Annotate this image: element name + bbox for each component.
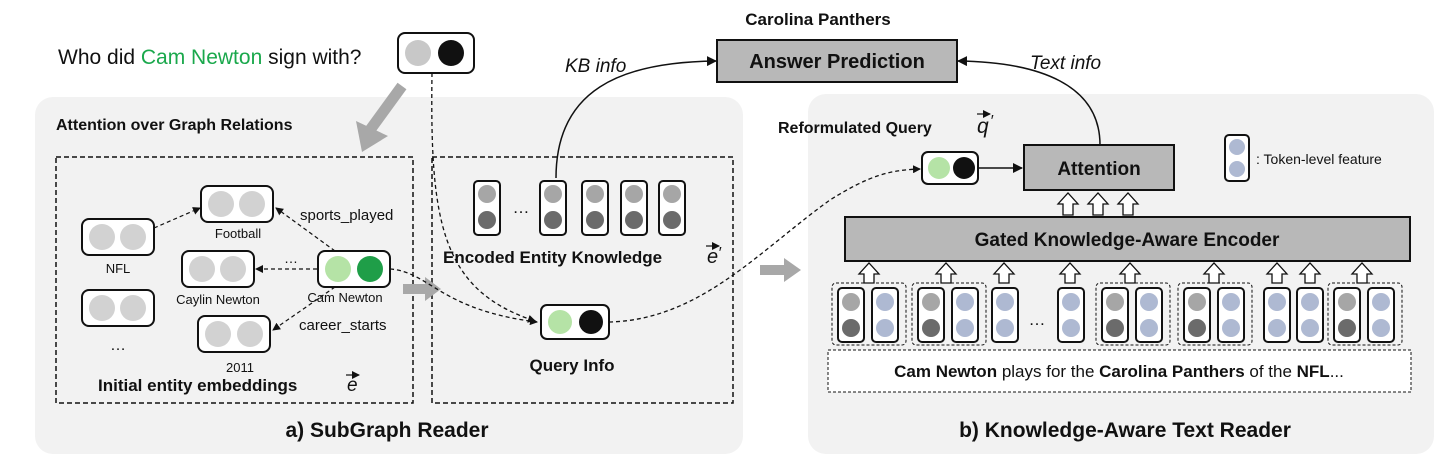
encoded-token-4 [620, 180, 648, 236]
token-13 [1333, 287, 1361, 343]
reformulated-vec: q [977, 115, 989, 138]
football-node [200, 185, 274, 223]
token-8 [1135, 287, 1163, 343]
graph-ellipsis: … [110, 337, 126, 354]
query-info-label: Query Info [529, 356, 614, 375]
kb-info-label: KB info [565, 56, 626, 77]
token-groups [831, 282, 1403, 346]
cam-to-query-dashed [389, 268, 538, 326]
text-info-arrow [957, 56, 1101, 146]
token-11 [1263, 287, 1291, 343]
reformulated-vec-prime: ′ [990, 113, 994, 130]
encoded-token-1 [473, 180, 501, 236]
query-info-token [540, 304, 610, 340]
init-embed-label: Initial entity embeddings [98, 376, 297, 395]
legend-token-icon [1224, 134, 1250, 182]
text-reader-panel-title: b) Knowledge-Aware Text Reader [959, 419, 1291, 442]
token-7 [1101, 287, 1129, 343]
rel-career-starts: career_starts [299, 317, 387, 334]
reformulated-token [921, 151, 979, 185]
encoder-to-attention-arrows [1056, 192, 1140, 216]
edge-cam-football [275, 207, 336, 252]
encoded-token-3 [581, 180, 609, 236]
graph-box [55, 156, 414, 404]
token-up-arrows [857, 262, 1374, 284]
attention-box [1023, 144, 1175, 191]
question-to-query-dashed [431, 72, 536, 323]
lone-node [81, 289, 155, 327]
cam-label: Cam Newton [307, 290, 382, 305]
question-text: Who did Cam Newton sign with? [58, 46, 361, 69]
encoded-label: Encoded Entity Knowledge [443, 248, 662, 267]
text-info-label: Text info [1030, 53, 1101, 74]
encoded-vec-prime: ′ [718, 245, 722, 262]
token-12 [1296, 287, 1324, 343]
edge-cam-year [272, 286, 336, 331]
nfl-node [81, 218, 155, 256]
token-5 [991, 287, 1019, 343]
encoder-box [844, 216, 1411, 262]
legend-label: : Token-level feature [1256, 151, 1382, 167]
token-3 [917, 287, 945, 343]
cam-node [317, 250, 391, 288]
question-to-subgraph-arrow [356, 82, 407, 152]
answer-text: Carolina Panthers [745, 10, 891, 29]
encoded-dots: … [513, 198, 530, 217]
query-to-reformulated-dashed [608, 165, 921, 323]
subgraph-panel-title: a) SubGraph Reader [285, 419, 488, 442]
encoder-label: Gated Knowledge-Aware Encoder [975, 230, 1280, 251]
edge-nfl-football [153, 207, 201, 229]
encoded-vec: e [707, 246, 718, 268]
kb-info-arrow [555, 56, 717, 179]
encoded-token-5 [658, 180, 686, 236]
panel-connector-arrow [760, 258, 801, 282]
token-6 [1057, 287, 1085, 343]
token-1 [837, 287, 865, 343]
sentence-text: Cam Newton plays for the Carolina Panthe… [894, 362, 1344, 381]
sentence-box [827, 349, 1412, 393]
text-tokens [837, 287, 1395, 343]
reformulated-label: Reformulated Query [778, 120, 932, 137]
answer-prediction-label: Answer Prediction [749, 51, 925, 73]
token-2 [871, 287, 899, 343]
graph-to-encoded-arrow [403, 277, 441, 301]
attention-label: Attention [1057, 159, 1140, 180]
init-embed-vec: e [347, 375, 358, 396]
attention-graph-title: Attention over Graph Relations [56, 117, 293, 134]
encoded-token-2 [539, 180, 567, 236]
caylin-node [181, 250, 255, 288]
year-label: 2011 [226, 360, 254, 375]
token-10 [1217, 287, 1245, 343]
caylin-label: Caylin Newton [176, 292, 260, 307]
token-dots: … [1029, 310, 1046, 329]
answer-prediction-box [716, 39, 958, 83]
token-9 [1183, 287, 1211, 343]
football-label: Football [215, 226, 261, 241]
rel-ellipsis: … [284, 250, 298, 266]
token-4 [951, 287, 979, 343]
nfl-label: NFL [106, 261, 131, 276]
token-14 [1367, 287, 1395, 343]
encoded-box [431, 156, 734, 404]
rel-sports-played: sports_played [300, 207, 393, 224]
year-node [197, 315, 271, 353]
question-token-icon [397, 32, 475, 74]
